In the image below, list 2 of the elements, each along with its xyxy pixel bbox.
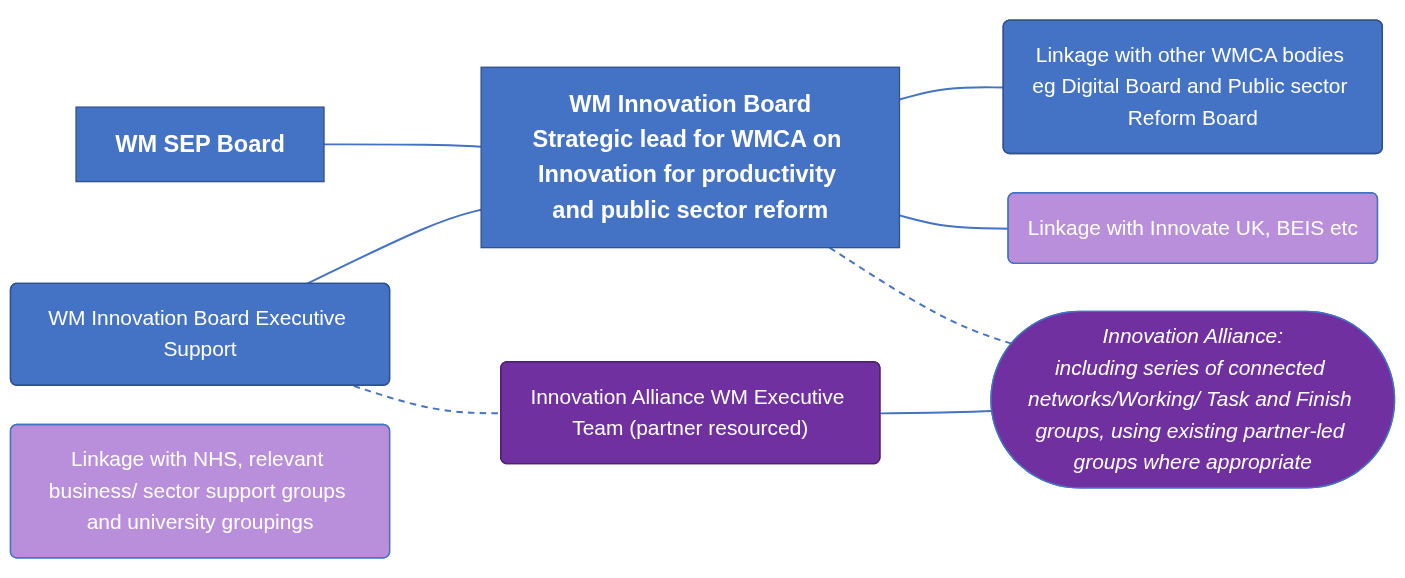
node-box: WM SEP Board [75, 106, 325, 183]
node-box: WM Innovation Board Strategic lead for WMCA on Innovation for productivity and public sector reform [480, 66, 901, 249]
